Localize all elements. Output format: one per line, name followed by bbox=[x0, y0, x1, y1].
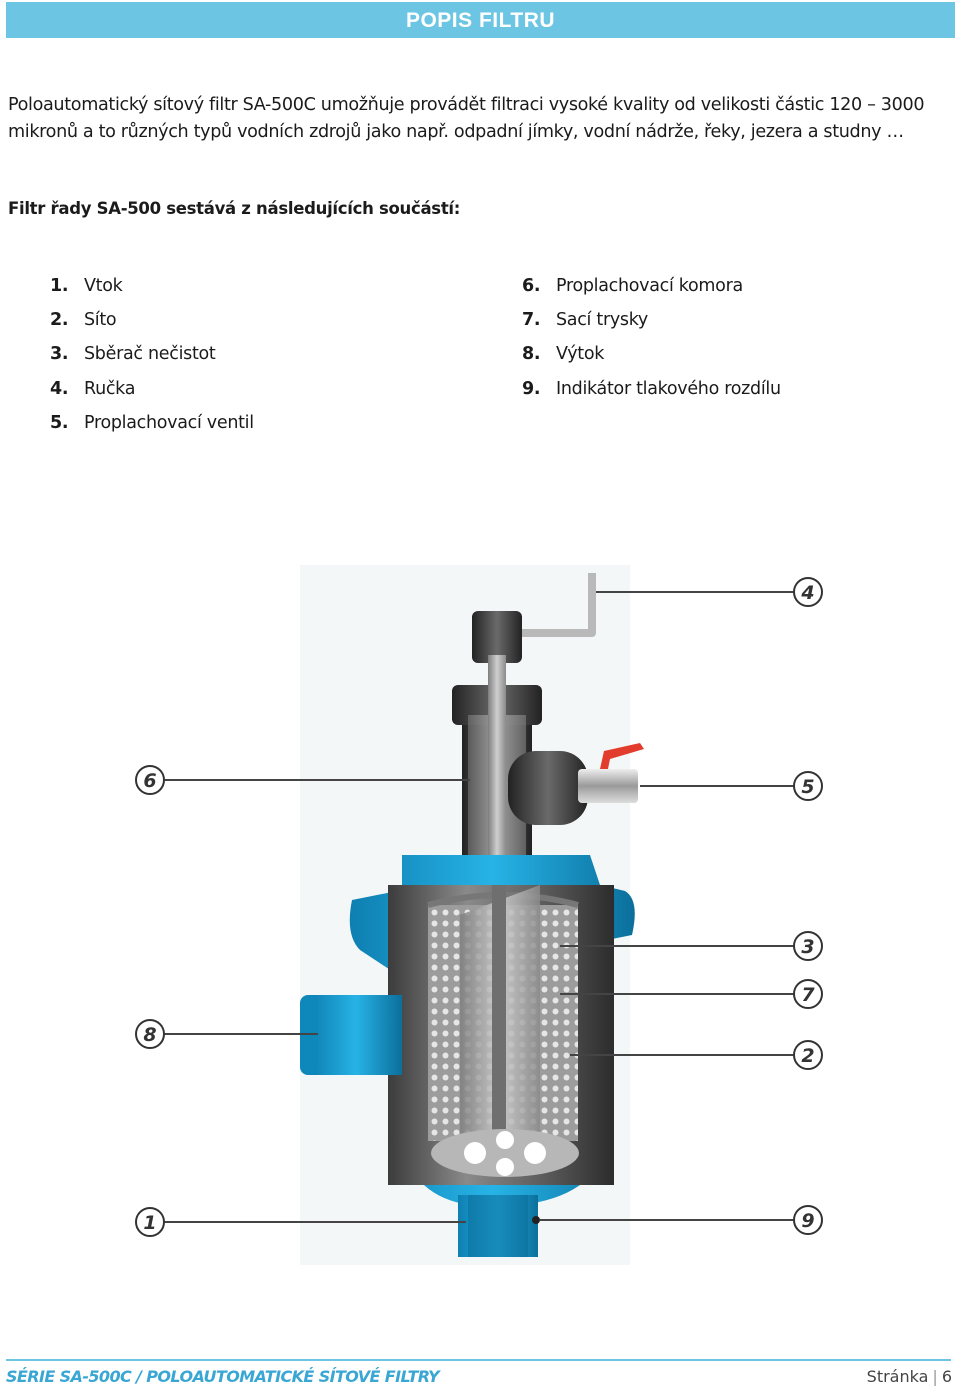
intro-paragraph: Poloautomatický sítový filtr SA-500C umo… bbox=[8, 95, 925, 142]
list-item: 2. Síto bbox=[50, 310, 254, 344]
filter-cutaway-diagram: 4 6 5 3 7 8 2 1 9 bbox=[135, 565, 823, 1265]
svg-text:5: 5 bbox=[801, 776, 814, 798]
svg-text:7: 7 bbox=[801, 984, 815, 1006]
part-label: Síto bbox=[84, 310, 117, 331]
svg-text:9: 9 bbox=[801, 1210, 814, 1232]
part-number: 8. bbox=[522, 344, 541, 365]
part-number: 3. bbox=[50, 344, 69, 365]
part-number: 7. bbox=[522, 310, 541, 331]
part-label: Proplachovací ventil bbox=[84, 412, 254, 433]
part-number: 5. bbox=[50, 412, 69, 433]
part-number: 9. bbox=[522, 378, 541, 399]
list-item: 5. Proplachovací ventil bbox=[50, 413, 254, 447]
list-item: 3. Sběrač nečistot bbox=[50, 344, 254, 378]
parts-list-right: 6. Proplachovací komora 7. Sací trysky 8… bbox=[522, 276, 781, 413]
svg-text:1: 1 bbox=[143, 1212, 156, 1234]
flush-valve-part bbox=[508, 743, 644, 825]
part-label: Sběrač nečistot bbox=[84, 344, 216, 365]
page-label: Stránka bbox=[866, 1367, 929, 1386]
part-label: Vtok bbox=[84, 276, 123, 296]
callout-4: 4 bbox=[596, 577, 823, 607]
part-number: 1. bbox=[50, 276, 69, 296]
svg-text:6: 6 bbox=[143, 770, 156, 792]
footer-divider bbox=[6, 1359, 951, 1361]
callout-1: 1 bbox=[135, 1207, 466, 1237]
footer-page: Stránka|6 bbox=[867, 1367, 952, 1386]
svg-text:4: 4 bbox=[800, 582, 814, 604]
part-number: 2. bbox=[50, 310, 69, 331]
page-number: 6 bbox=[941, 1367, 952, 1386]
filter-body bbox=[300, 855, 635, 1257]
list-item: 9. Indikátor tlakového rozdílu bbox=[522, 379, 781, 413]
callout-2: 2 bbox=[570, 1040, 823, 1070]
list-item: 7. Sací trysky bbox=[522, 310, 781, 344]
page-title: POPIS FILTRU bbox=[405, 9, 556, 32]
footer-series-title: SÉRIE SA-500C / POLOAUTOMATICKÉ SÍTOVÉ F… bbox=[6, 1367, 440, 1386]
part-label: Výtok bbox=[556, 344, 605, 365]
list-item: 1. Vtok bbox=[50, 276, 254, 310]
handle-part bbox=[472, 573, 596, 663]
part-number: 6. bbox=[522, 276, 541, 296]
list-item: 8. Výtok bbox=[522, 344, 781, 378]
callout-6: 6 bbox=[135, 765, 470, 795]
callout-7: 7 bbox=[560, 979, 823, 1009]
callout-5: 5 bbox=[640, 771, 823, 801]
page-separator: | bbox=[932, 1367, 938, 1386]
parts-list-left: 1. Vtok 2. Síto 3. Sběrač nečistot 4. Ru… bbox=[50, 276, 254, 447]
part-label: Indikátor tlakového rozdílu bbox=[556, 378, 781, 399]
part-label: Ručka bbox=[84, 378, 136, 399]
callout-3: 3 bbox=[560, 931, 823, 961]
list-item: 6. Proplachovací komora bbox=[522, 276, 781, 310]
svg-text:3: 3 bbox=[801, 936, 814, 958]
callout-8: 8 bbox=[135, 1019, 318, 1049]
list-item: 4. Ručka bbox=[50, 379, 254, 413]
parts-subtitle: Filtr řady SA-500 sestává z následujícíc… bbox=[8, 199, 461, 218]
svg-text:2: 2 bbox=[801, 1045, 814, 1067]
svg-text:8: 8 bbox=[143, 1024, 156, 1046]
callout-9: 9 bbox=[532, 1205, 823, 1235]
part-label: Proplachovací komora bbox=[556, 276, 743, 296]
part-label: Sací trysky bbox=[556, 310, 648, 331]
header-bar: POPIS FILTRU bbox=[6, 2, 955, 38]
part-number: 4. bbox=[50, 378, 69, 399]
